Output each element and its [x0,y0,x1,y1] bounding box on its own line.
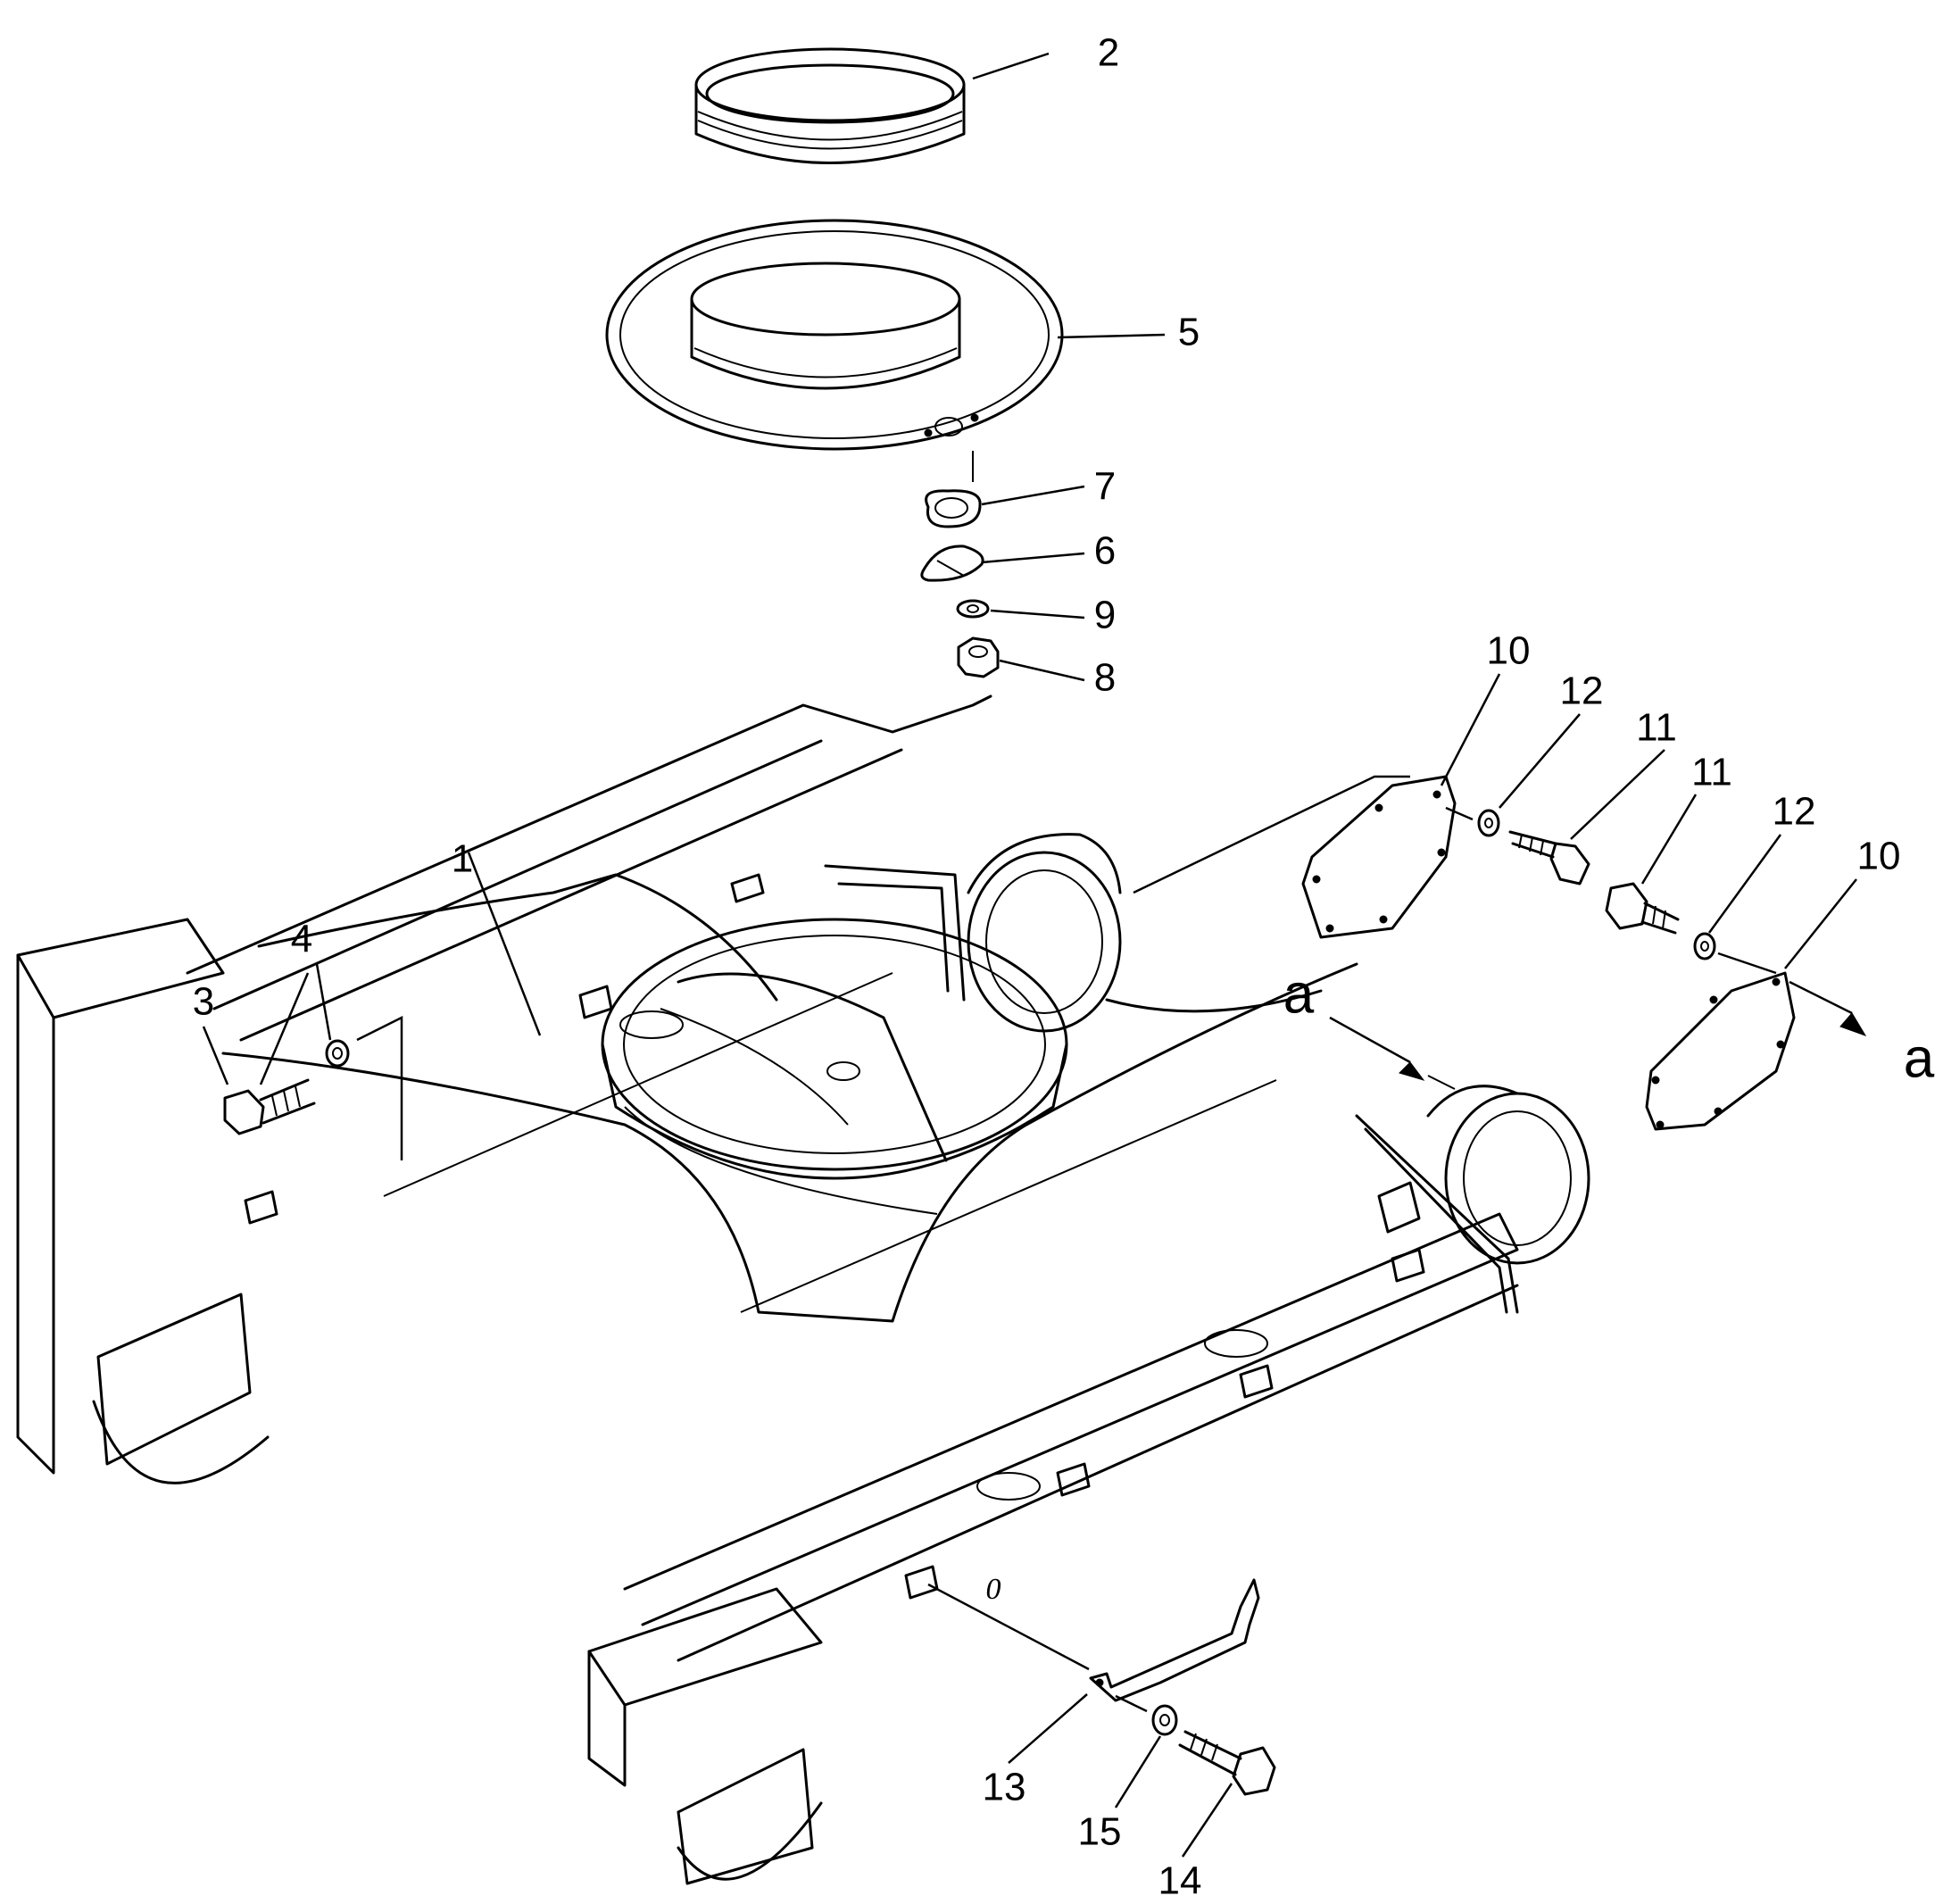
seal-ring-part [694,47,966,164]
washer-part [956,599,990,619]
callout-15: 15 [1078,1810,1122,1854]
callout-13: 13 [983,1766,1026,1809]
bolt-part-lower [1605,882,1680,935]
cover-plate-part-upper [1301,775,1457,939]
bolt-part-bottom [1178,1730,1276,1796]
plate-part [920,545,984,582]
bolt-part-left [223,1078,316,1135]
callout-9: 9 [1094,594,1116,637]
callout-11-upper: 11 [1636,706,1677,750]
callout-11-lower: 11 [1691,751,1732,794]
bolt-part-upper [1508,830,1590,885]
washer-part-left [325,1039,350,1068]
callout-1: 1 [452,837,473,881]
washer-part-lower [1693,932,1716,960]
callout-12-upper: 12 [1560,669,1604,713]
callout-10-lower: 10 [1857,835,1901,878]
cover-plate-part [605,219,1064,482]
view-mark-right: a [1904,1027,1935,1089]
washer-part-bottom [1151,1704,1178,1736]
callout-12-lower: 12 [1773,790,1816,834]
view-mark-left: a [1283,963,1315,1025]
callout-10-upper: 10 [1487,629,1531,673]
washer-part-upper [1477,809,1500,837]
callout-8: 8 [1094,656,1116,700]
callout-5: 5 [1178,311,1200,354]
nut-part [957,636,1000,678]
callout-2: 2 [1098,31,1119,75]
callout-7: 7 [1094,465,1116,509]
callout-4: 4 [291,918,312,961]
cover-plate-part-lower [1645,971,1796,1131]
bracket-part [1089,1578,1260,1702]
frame-mark: 0 [986,1573,1001,1606]
callout-14: 14 [1158,1859,1202,1903]
callout-6: 6 [1094,529,1116,573]
callout-3: 3 [193,980,214,1024]
gasket-part [925,489,982,528]
track-frame-part [16,694,1590,1885]
